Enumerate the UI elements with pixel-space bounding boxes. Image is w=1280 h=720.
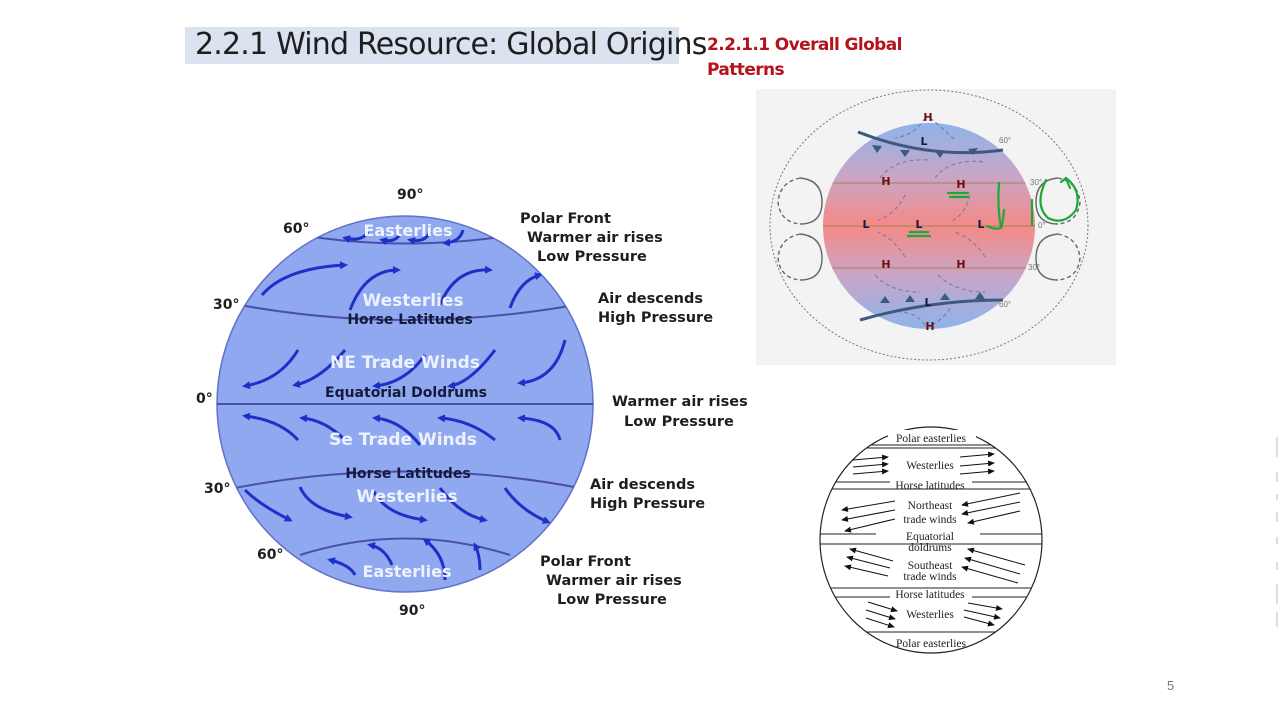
pressure-H-s30-left: H — [881, 258, 890, 271]
pressure-L-eq-mid: L — [915, 218, 922, 231]
bw-horse-s: Horse latitudes — [895, 589, 965, 601]
lat-60-n: 60° — [283, 221, 309, 237]
note-s-air-descends: Air descends — [590, 477, 695, 493]
pressure-H-n30-left: H — [881, 175, 890, 188]
band-s-easterlies: Easterlies — [363, 562, 452, 581]
band-n-horse: Horse Latitudes — [347, 312, 472, 328]
plat-60-n: 60° — [999, 136, 1011, 145]
note-n-low-pressure: Low Pressure — [537, 249, 647, 265]
bw-westerlies-s: Westerlies — [906, 609, 954, 621]
band-ne-trade: NE Trade Winds — [330, 353, 480, 373]
page-number: 5 — [1167, 678, 1175, 693]
note-s-low-pressure: Low Pressure — [557, 592, 667, 608]
bw-eq-1: Equatorial — [906, 531, 954, 543]
pressure-L-eq-right: L — [977, 218, 984, 231]
lat-0: 0° — [196, 391, 213, 407]
section-subtitle: 2.2.1.1 Overall Global Patterns — [707, 33, 902, 83]
edge-cutoff-text — [1272, 232, 1280, 632]
pressure-H-bottom: H — [925, 320, 934, 333]
note-n-high-pressure: High Pressure — [598, 310, 713, 326]
pressure-L-s60: L — [924, 296, 931, 309]
subtitle-line-1: 2.2.1.1 Overall Global — [707, 35, 902, 55]
global-wind-globe-diagram: Easterlies Westerlies NE Trade Winds Se … — [185, 175, 755, 625]
band-doldrums: Equatorial Doldrums — [325, 385, 487, 401]
bw-westerlies-n: Westerlies — [906, 460, 954, 472]
lat-90-bottom: 90° — [399, 603, 425, 619]
subtitle-line-2: Patterns — [707, 60, 785, 80]
plat-30-n: 30° — [1030, 178, 1042, 187]
slide-title: 2.2.1 Wind Resource: Global Origins — [195, 27, 707, 62]
pressure-H-s30-right: H — [956, 258, 965, 271]
note-n-polar-front: Polar Front — [520, 211, 611, 227]
plat-30-s: 30° — [1028, 263, 1040, 272]
pressure-H-top: H — [923, 111, 932, 124]
band-s-westerlies: Westerlies — [356, 487, 457, 507]
note-n-warmer-air: Warmer air rises — [527, 230, 663, 246]
lat-60-s: 60° — [257, 547, 283, 563]
bw-polar-easterlies-n: Polar easterlies — [896, 433, 966, 445]
note-n-air-descends: Air descends — [598, 291, 703, 307]
note-s-polar-front: Polar Front — [540, 554, 631, 570]
band-n-westerlies: Westerlies — [362, 291, 463, 311]
note-eq-low-pressure: Low Pressure — [624, 414, 734, 430]
note-s-high-pressure: High Pressure — [590, 496, 705, 512]
band-n-easterlies: Easterlies — [364, 221, 453, 240]
wind-belts-bw-diagram: Polar easterlies Westerlies Horse latitu… — [815, 425, 1050, 655]
bw-se-1: Southeast — [908, 560, 954, 572]
lat-30-s: 30° — [204, 481, 230, 497]
bw-horse-n: Horse latitudes — [895, 480, 965, 492]
band-se-trade: Se Trade Winds — [329, 430, 477, 450]
bw-eq-2: doldrums — [908, 542, 952, 554]
band-s-horse: Horse Latitudes — [345, 466, 470, 482]
pressure-L-n60: L — [920, 135, 927, 148]
pressure-cells-diagram: H L H H L L L H H L H 60° 30° 0° 30° 60° — [756, 89, 1116, 365]
lat-30-n: 30° — [213, 297, 239, 313]
lat-90-top: 90° — [397, 187, 423, 203]
title-bar — [185, 27, 679, 64]
pressure-H-n30-right: H — [956, 178, 965, 191]
note-s-warmer-air: Warmer air rises — [546, 573, 682, 589]
bw-ne-2: trade winds — [903, 514, 957, 526]
green-ink-annotations — [906, 176, 1079, 238]
plat-0: 0° — [1038, 221, 1046, 230]
bw-se-2: trade winds — [903, 571, 957, 583]
bw-ne-1: Northeast — [908, 500, 954, 512]
note-eq-warmer-air: Warmer air rises — [612, 394, 748, 410]
plat-60-s: 60° — [999, 300, 1011, 309]
pressure-L-eq-left: L — [862, 218, 869, 231]
bw-polar-easterlies-s: Polar easterlies — [896, 638, 966, 650]
